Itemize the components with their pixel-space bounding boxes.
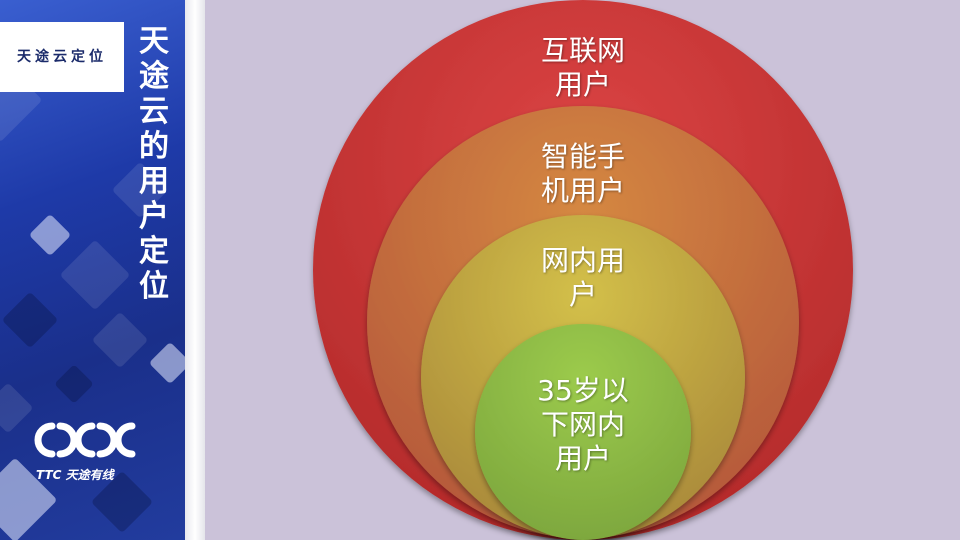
sidebar-divider-strip (185, 0, 205, 540)
circle-under-35-users (475, 324, 691, 540)
label-internet-users: 互联网 用户 (540, 34, 625, 101)
label-in-network-users: 网内用 户 (540, 244, 625, 311)
label-under-35-users: 35岁以 下网内 用户 (537, 374, 629, 475)
label-smartphone-users: 智能手 机用户 (540, 140, 625, 207)
ttc-logo-icon (34, 422, 136, 458)
brand-logo-text: 天途云定位 (17, 49, 107, 65)
slide-title: 天途云的用户定位 (139, 24, 169, 304)
company-caption: TTC 天途有线 (36, 468, 114, 482)
brand-logo-box: 天途云定位 (0, 22, 124, 92)
